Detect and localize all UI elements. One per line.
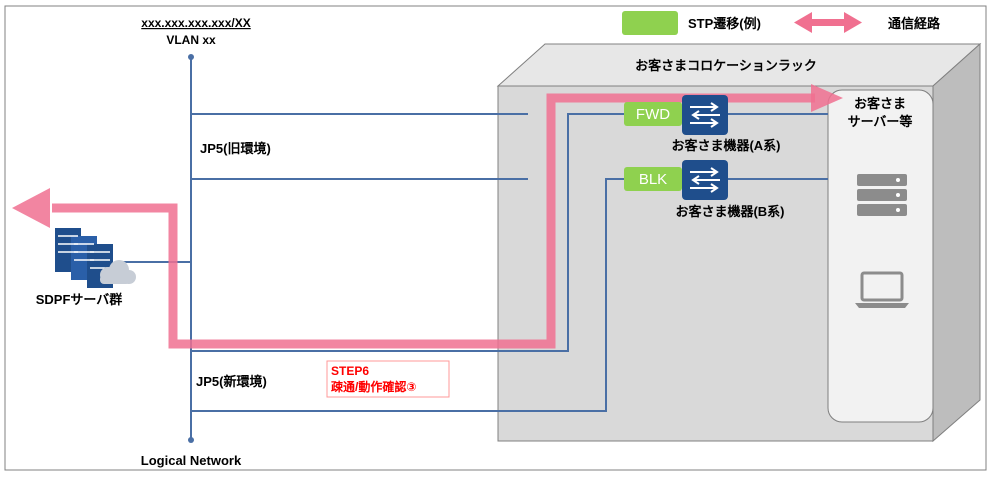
rack-title: お客さまコロケーションラック [635, 58, 817, 73]
legend: STP遷移(例) 通信経路 [622, 11, 941, 35]
laptop-icon [855, 271, 909, 308]
server-icon [857, 174, 907, 216]
colocation-rack: お客さまコロケーションラック お客さま サーバー等 [496, 42, 982, 443]
vlan-line-bottom-node [188, 437, 194, 443]
rack-side-face [932, 42, 981, 443]
device-b-label: お客さま機器(B系) [675, 204, 784, 219]
jp5-new-label: JP5(新環境) [196, 374, 267, 389]
flow-arrowhead-left [12, 188, 50, 228]
step-title: STEP6 [331, 364, 369, 378]
device-a-label: お客さま機器(A系) [671, 138, 780, 153]
diagram-border [4, 5, 987, 471]
sdpf-server-group-icon [55, 228, 136, 288]
stp-state-badge-b [624, 167, 682, 191]
sdpf-label: SDPFサーバ群 [36, 292, 123, 307]
stp-state-text-b: BLK [639, 171, 667, 188]
stp-state-badge-a [624, 102, 682, 126]
legend-stp-swatch [622, 11, 678, 35]
step-text: 疎通/動作確認③ [331, 379, 417, 394]
device-a: FWD お客さま機器(A系) [624, 95, 781, 153]
cloud-icon [100, 260, 136, 284]
customer-server-label-line1: お客さま [854, 96, 906, 111]
logical-network-label: Logical Network [141, 453, 242, 468]
customer-server-label-line2: サーバー等 [848, 114, 913, 129]
vlan-label: VLAN xx [166, 33, 216, 47]
device-b: BLK お客さま機器(B系) [624, 160, 785, 219]
legend-flow-label: 通信経路 [888, 16, 941, 31]
jp5-old-label: JP5(旧環境) [200, 141, 271, 156]
communication-path [12, 84, 843, 349]
subnet-label: xxx.xxx.xxx.xxx/XX [141, 16, 250, 30]
vlan-line-top-node [188, 54, 194, 60]
legend-stp-label: STP遷移(例) [688, 16, 761, 31]
flow-arrowhead-right [811, 84, 843, 112]
customer-server-area [827, 89, 934, 423]
step-box: STEP6 疎通/動作確認③ [326, 360, 450, 398]
stp-state-text-a: FWD [636, 106, 670, 123]
legend-flow-arrow-icon [794, 12, 862, 33]
